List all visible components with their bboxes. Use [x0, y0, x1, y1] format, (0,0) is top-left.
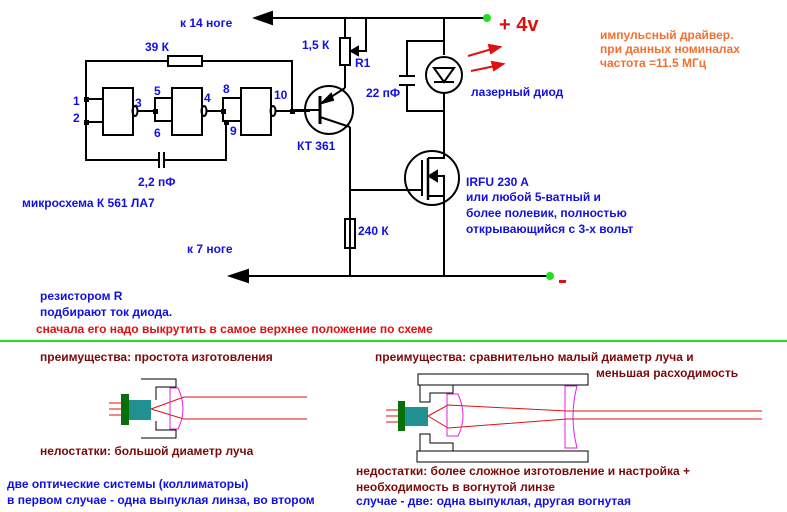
- mosfet-line-3: открывающийся с 3-х вольт: [466, 222, 634, 236]
- chip-label: микросхема К 561 ЛА7: [22, 196, 155, 210]
- supply-voltage-label: + 4v: [499, 14, 539, 36]
- resistor-39k: [167, 55, 203, 67]
- summary-line-3: случае - две: одна выпуклая, другая вогн…: [356, 494, 631, 508]
- label-240k: 240 К: [358, 224, 389, 238]
- mosfet-line-2: более полевик, полностью: [466, 206, 627, 220]
- potentiometer-r1: [339, 37, 351, 66]
- arrow-to-pin7-icon: [226, 268, 249, 284]
- right-pros-1: преимущества: сравнительно малый диаметр…: [375, 350, 694, 364]
- right-cons-2: необходимость в вогнутой линзе: [356, 480, 555, 494]
- note-line-2: при данных номиналах: [600, 42, 740, 56]
- collimator-two-lens: [386, 373, 762, 463]
- resistor-note-2: подбирают ток диода.: [40, 305, 173, 319]
- pin-4: 4: [204, 91, 211, 105]
- pin-6: 6: [154, 126, 161, 140]
- pin-2: 2: [73, 111, 80, 125]
- mosfet-line-1: или любой 5-ватный и: [466, 190, 601, 204]
- right-pros-2: меньшая расходимость: [596, 366, 739, 380]
- label-39k: 39 К: [145, 40, 170, 54]
- label-laser-diode: лазерный диод: [471, 85, 564, 99]
- summary-line-2: в первом случае - одна выпуклая линза, в…: [7, 493, 315, 507]
- resistor-240k: [344, 218, 356, 249]
- laser-diode-icon: [425, 56, 463, 94]
- label-kt361: КТ 361: [297, 139, 336, 153]
- label-pin7: к 7 ноге: [187, 242, 233, 256]
- mosfet-name: IRFU 230 A: [466, 175, 529, 189]
- arrow-to-pin14-icon: [251, 10, 273, 26]
- pin-1: 1: [73, 94, 80, 108]
- warning-text: сначала его надо выкрутить в самое верхн…: [36, 322, 433, 336]
- right-cons-1: недостатки: более сложное изготовление и…: [356, 464, 691, 478]
- pin-8: 8: [223, 82, 230, 96]
- label-1-5k: 1,5 К: [302, 38, 330, 52]
- label-r1: R1: [355, 56, 371, 70]
- negative-terminal: [546, 272, 554, 280]
- pin-10: 10: [274, 88, 288, 102]
- mosfet-irfu230a: [404, 150, 460, 206]
- note-line-1: импульсный драйвер.: [600, 28, 734, 42]
- label-pin14: к 14 ноге: [180, 16, 233, 30]
- laser-emission-icon: [467, 43, 506, 72]
- collimator-single-lens: [109, 378, 307, 439]
- left-pros: преимущества: простота изготовления: [40, 350, 273, 364]
- summary-line-1: две оптические системы (коллиматоры): [7, 477, 249, 491]
- label-22pf: 22 пФ: [366, 86, 401, 100]
- note-line-3: частота =11.5 МГц: [600, 56, 707, 70]
- positive-terminal: [483, 14, 491, 22]
- pin-5: 5: [154, 84, 161, 98]
- minus-sign: [559, 280, 566, 283]
- left-cons: нелостатки: большой диаметр луча: [40, 444, 254, 458]
- label-2-2pf: 2,2 пФ: [138, 175, 176, 189]
- pin-9: 9: [230, 124, 237, 138]
- pin-3: 3: [135, 96, 142, 110]
- resistor-note-1: резистором R: [40, 289, 123, 303]
